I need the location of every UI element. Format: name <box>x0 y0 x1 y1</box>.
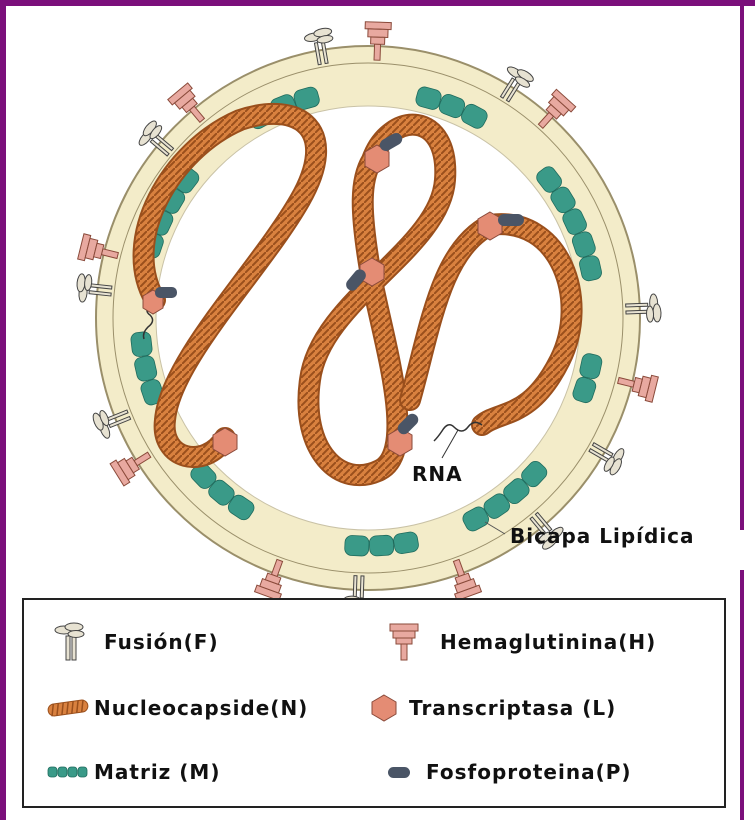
bilayer-label: Bicapa Lipídica <box>510 524 695 548</box>
legend-item-phosphoprotein: Fosfoproteina(P) <box>386 752 632 792</box>
matrix-protein <box>344 535 369 556</box>
phosphoprotein-marker <box>498 214 524 226</box>
transcriptase-icon <box>369 693 399 723</box>
legend-item-fusion: Fusión(F) <box>52 622 219 662</box>
legend-item-nucleocapsid: Nucleocapside(N) <box>46 688 308 728</box>
legend: Fusión(F) Hemaglutinina(H) Nucleocapside… <box>22 598 726 808</box>
fusion-protein-icon <box>52 622 88 662</box>
phosphoprotein-marker <box>155 287 177 298</box>
legend-label-fusion: Fusión(F) <box>104 630 219 654</box>
hemagglutinin-icon <box>386 622 422 662</box>
matrix-protein-icon <box>46 764 90 780</box>
nucleocapsid-icon <box>46 698 90 718</box>
legend-item-hemagglutinin: Hemaglutinina(H) <box>386 622 656 662</box>
matrix-protein <box>369 535 394 556</box>
legend-item-matrix: Matriz (M) <box>46 752 220 792</box>
rna-label: RNA <box>412 462 463 486</box>
matrix-protein <box>393 531 420 555</box>
phosphoprotein-icon <box>386 764 412 780</box>
legend-label-hemagglutinin: Hemaglutinina(H) <box>440 630 656 654</box>
frame-border-right-lower <box>740 570 744 820</box>
legend-label-phosphoprotein: Fosfoproteina(P) <box>426 760 632 784</box>
virus-diagram <box>0 0 755 600</box>
legend-item-transcriptase: Transcriptasa (L) <box>369 688 616 728</box>
legend-label-matrix: Matriz (M) <box>94 760 220 784</box>
matrix-protein <box>130 331 153 357</box>
legend-label-nucleocapsid: Nucleocapside(N) <box>94 696 308 720</box>
legend-label-transcriptase: Transcriptasa (L) <box>409 696 616 720</box>
